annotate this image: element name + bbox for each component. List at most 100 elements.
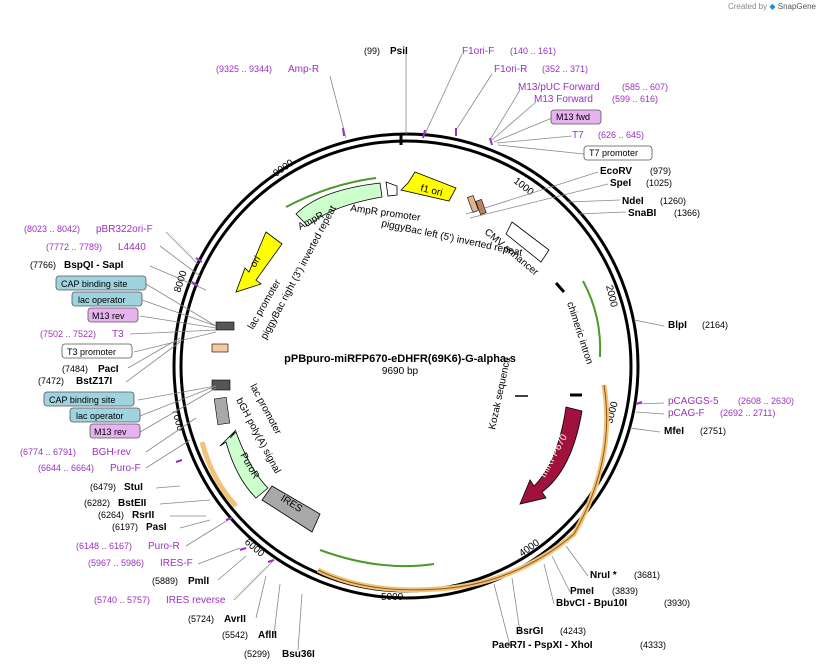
label-l4440-num: (7772 .. 7789) (46, 242, 102, 252)
label-pbr322-num: (8023 .. 8042) (24, 224, 80, 234)
label-pmli-num: (5889) (152, 576, 178, 586)
box-m13rev-2[interactable] (89, 423, 141, 439)
label-t7-num: (626 .. 645) (598, 130, 644, 140)
label-nrui-num: (3681) (634, 570, 660, 580)
mirfp670-arrow[interactable] (519, 406, 583, 505)
label-m13puc[interactable]: M13/pUC Forward (518, 82, 600, 93)
label-t3promoter: T3 promoter (67, 347, 116, 357)
label-ampr-primer[interactable]: Amp-R (288, 64, 319, 75)
orf-arc-top (285, 177, 377, 208)
bgh-block[interactable] (213, 396, 231, 426)
label-avrii[interactable]: AvrII (224, 614, 246, 625)
leader-lines (125, 53, 665, 651)
ires-block[interactable] (261, 485, 321, 533)
box-cap-1[interactable] (55, 275, 147, 291)
box-t7promoter[interactable] (583, 145, 653, 161)
label-mfei[interactable]: MfeI (664, 426, 684, 437)
label-ecorv-num: (979) (650, 166, 671, 176)
label-puror-primer[interactable]: Puro-R (148, 541, 180, 552)
label-bspqi-num: (7766) (30, 260, 56, 270)
box-cap-2[interactable] (43, 391, 135, 407)
label-blpi[interactable]: BlpI (668, 320, 687, 331)
label-bsrgi[interactable]: BsrGI (516, 626, 543, 637)
label-pmei-num: (3839) (612, 586, 638, 596)
pb-right-block[interactable] (211, 343, 229, 353)
puror-arrow[interactable] (219, 429, 269, 499)
label-f1ori-f[interactable]: F1ori-F (462, 46, 494, 57)
label-ndei[interactable]: NdeI (622, 196, 644, 207)
label-pcagf-num: (2692 .. 2711) (720, 408, 775, 418)
label-aflii[interactable]: AflII (258, 630, 277, 641)
label-purof[interactable]: Puro-F (110, 463, 141, 474)
snapgene-credit: Created by ◆ SnapGene (728, 2, 816, 11)
tick-2000: 2000 (603, 284, 619, 309)
lac-block-2[interactable] (211, 379, 231, 391)
f1-ori-arrow[interactable] (400, 171, 457, 202)
orf-arc-right (582, 280, 602, 358)
label-pmei[interactable]: PmeI (570, 586, 594, 597)
label-bbvci[interactable]: BbvCI - Bpu10I (556, 598, 627, 609)
label-stui[interactable]: StuI (124, 482, 143, 493)
label-lacop-2: lac operator (76, 411, 124, 421)
label-t3[interactable]: T3 (112, 329, 124, 340)
label-t7promoter: T7 promoter (589, 148, 638, 158)
label-ecorv[interactable]: EcoRV (600, 166, 632, 177)
backbone-marks (175, 127, 643, 563)
box-t3promoter[interactable] (61, 343, 133, 359)
label-pmli[interactable]: PmlI (188, 576, 209, 587)
label-pbr322[interactable]: pBR322ori-F (96, 224, 153, 235)
box-lacop-2[interactable] (69, 407, 141, 423)
label-t3-num: (7502 .. 7522) (40, 329, 96, 339)
orf-arc-right-outer (316, 384, 610, 593)
lac-block-1[interactable] (215, 321, 235, 331)
label-snabi[interactable]: SnaBI (628, 208, 657, 219)
box-m13rev-1[interactable] (87, 307, 139, 323)
label-bghrev[interactable]: BGH-rev (92, 447, 131, 458)
plasmid-name: pPBpuro-miRFP670-eDHFR(69K6)-G-alpha-s (284, 353, 516, 365)
label-ampr-num: (9325 .. 9344) (216, 64, 272, 74)
pb-left-block-2[interactable] (475, 199, 487, 215)
label-f1ori-f-num: (140 .. 161) (510, 46, 556, 56)
label-pasi[interactable]: PasI (146, 522, 167, 533)
ampr-promoter-arrow[interactable] (385, 181, 398, 197)
plasmid-length: 9690 bp (382, 366, 419, 377)
label-bsrgi-num: (4243) (560, 626, 586, 636)
label-m13fwd-primer[interactable]: M13 Forward (534, 94, 593, 105)
label-pcagf[interactable]: pCAG-F (668, 408, 705, 419)
brand-name: SnapGene (777, 2, 816, 11)
pb-left-block[interactable] (467, 195, 479, 213)
label-xhoi[interactable]: PaeR7I - PspXI - XhoI (492, 640, 593, 651)
left-labels: (9325 .. 9344) Amp-R (8023 .. 8042) pBR3… (20, 64, 319, 660)
label-paci[interactable]: PacI (98, 364, 119, 375)
label-m13rev-2: M13 rev (94, 427, 127, 437)
label-psii-num: (99) (364, 46, 380, 56)
label-rsrii[interactable]: RsrII (132, 510, 154, 521)
box-m13fwd[interactable] (550, 109, 602, 125)
label-bbvci-num: (3930) (664, 598, 690, 608)
label-bsu36i[interactable]: Bsu36I (282, 649, 315, 660)
label-t7[interactable]: T7 (572, 130, 584, 141)
label-nrui[interactable]: NruI * (590, 570, 617, 581)
label-bstz[interactable]: BstZ17I (76, 376, 112, 387)
label-iresf[interactable]: IRES-F (160, 558, 193, 569)
kozak-label: Kozak sequence (487, 356, 513, 431)
label-bsteii-num: (6282) (84, 498, 110, 508)
label-spei[interactable]: SpeI (610, 178, 631, 189)
ori-label: ori (248, 254, 263, 269)
label-iresrev[interactable]: IRES reverse (166, 595, 226, 606)
label-puror-num: (6148 .. 6167) (76, 541, 132, 551)
label-l4440[interactable]: L4440 (118, 242, 146, 253)
tick-5000: 5000 (381, 592, 404, 603)
label-psii[interactable]: PsiI (390, 46, 408, 57)
label-pcaggs5[interactable]: pCAGGS-5 (668, 396, 719, 407)
box-lacop-1[interactable] (71, 291, 143, 307)
label-f1ori-r[interactable]: F1ori-R (494, 64, 527, 75)
label-bsteii[interactable]: BstEII (118, 498, 147, 509)
label-bspqi[interactable]: BspQI - SapI (64, 260, 124, 271)
label-bstz-num: (7472) (38, 376, 64, 386)
label-paci-num: (7484) (62, 364, 88, 374)
label-bsu36i-num: (5299) (244, 649, 270, 659)
cmv-enhancer[interactable] (505, 221, 550, 263)
ampr-arrow[interactable] (295, 182, 383, 227)
ori-arrow[interactable] (235, 231, 283, 293)
